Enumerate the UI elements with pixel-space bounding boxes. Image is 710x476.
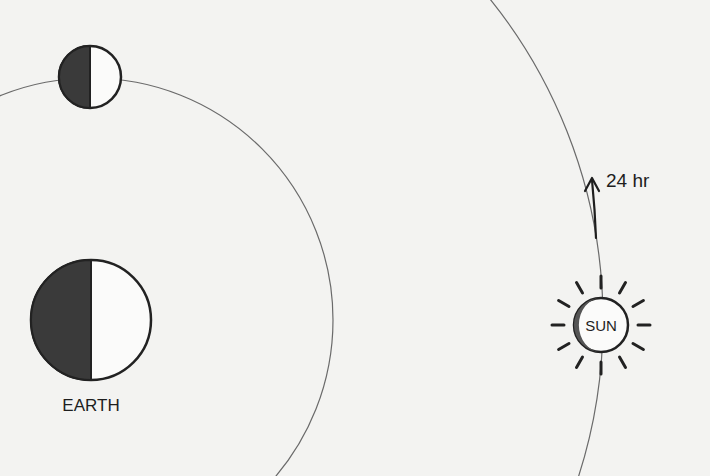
sun-rays [552, 276, 650, 374]
moon-symbol [59, 46, 121, 108]
moon-orbit [0, 78, 333, 476]
motion-arrow [585, 178, 599, 238]
sun-body: SUN [572, 296, 630, 354]
sun-label: SUN [585, 317, 617, 334]
earth-body: EARTH [29, 258, 153, 382]
sun-path [0, 0, 603, 476]
earth-outline [29, 258, 153, 382]
period-label: 24 hr [606, 170, 649, 192]
planet-label: EARTH [62, 396, 119, 416]
